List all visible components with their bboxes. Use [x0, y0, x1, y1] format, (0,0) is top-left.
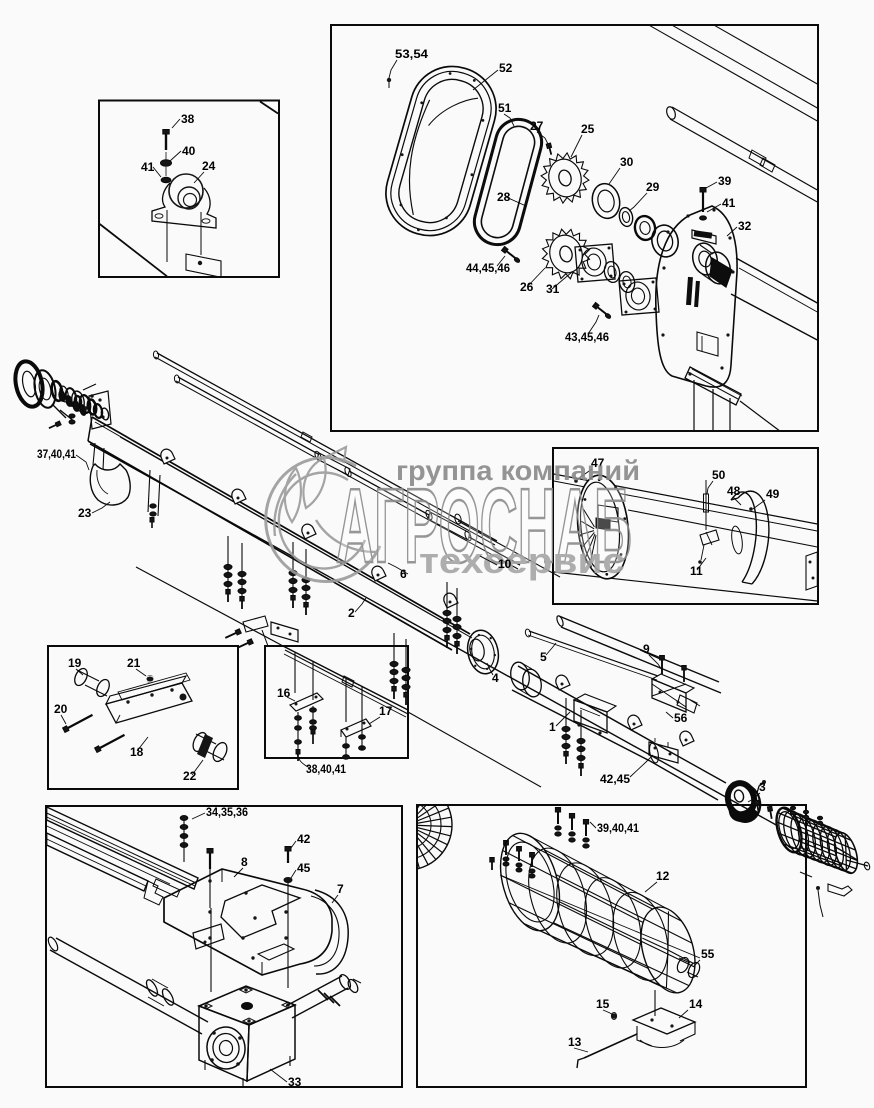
- svg-text:8: 8: [241, 855, 248, 869]
- svg-text:АГРОСНАБ: АГРОСНАБ: [336, 467, 632, 585]
- svg-text:33: 33: [288, 1075, 302, 1089]
- svg-text:10: 10: [498, 557, 512, 571]
- svg-text:40: 40: [182, 144, 196, 158]
- svg-text:группа компаний: группа компаний: [396, 455, 640, 486]
- svg-text:30: 30: [620, 155, 634, 169]
- svg-text:18: 18: [130, 745, 144, 759]
- svg-text:20: 20: [54, 702, 68, 716]
- svg-text:52: 52: [499, 61, 513, 75]
- svg-text:49: 49: [766, 487, 780, 501]
- svg-text:38: 38: [181, 112, 195, 126]
- svg-text:43,45,46: 43,45,46: [565, 330, 609, 344]
- svg-text:37,40,41: 37,40,41: [37, 447, 76, 461]
- svg-text:27: 27: [530, 119, 544, 133]
- svg-text:44,45,46: 44,45,46: [466, 261, 510, 275]
- svg-text:22: 22: [183, 769, 197, 783]
- svg-text:12: 12: [656, 869, 670, 883]
- svg-text:15: 15: [596, 997, 610, 1011]
- svg-text:11: 11: [690, 564, 703, 578]
- svg-text:2: 2: [348, 606, 355, 620]
- svg-text:39: 39: [718, 174, 732, 188]
- svg-text:41: 41: [141, 160, 155, 174]
- svg-text:47: 47: [591, 456, 605, 470]
- svg-text:16: 16: [277, 686, 291, 700]
- svg-text:21: 21: [127, 656, 141, 670]
- svg-text:32: 32: [738, 219, 752, 233]
- svg-text:17: 17: [379, 704, 393, 718]
- svg-text:53,54: 53,54: [395, 47, 428, 61]
- svg-text:9: 9: [643, 642, 650, 656]
- svg-text:1: 1: [549, 720, 556, 734]
- svg-text:51: 51: [498, 101, 512, 115]
- svg-text:50: 50: [712, 468, 726, 482]
- svg-text:41: 41: [722, 196, 736, 210]
- svg-text:29: 29: [646, 180, 660, 194]
- svg-text:42,45: 42,45: [600, 772, 630, 786]
- svg-text:7: 7: [337, 882, 344, 896]
- svg-text:28: 28: [497, 190, 511, 204]
- svg-text:38,40,41: 38,40,41: [306, 762, 346, 776]
- svg-text:4: 4: [492, 671, 499, 685]
- svg-text:39,40,41: 39,40,41: [597, 821, 639, 835]
- svg-text:3: 3: [759, 780, 766, 794]
- svg-text:56: 56: [674, 711, 688, 725]
- svg-text:техсервис: техсервис: [419, 540, 625, 581]
- svg-text:19: 19: [68, 656, 82, 670]
- svg-text:14: 14: [689, 997, 703, 1011]
- svg-text:42: 42: [297, 832, 311, 846]
- svg-text:13: 13: [568, 1035, 582, 1049]
- svg-text:24: 24: [202, 159, 216, 173]
- svg-text:5: 5: [540, 650, 547, 664]
- svg-text:55: 55: [701, 947, 715, 961]
- svg-text:34,35,36: 34,35,36: [206, 805, 248, 819]
- svg-text:10: 10: [498, 557, 512, 571]
- svg-text:45: 45: [297, 861, 311, 875]
- svg-text:6: 6: [400, 567, 407, 581]
- svg-text:23: 23: [78, 506, 92, 520]
- svg-text:48: 48: [727, 484, 741, 498]
- svg-text:25: 25: [581, 122, 595, 136]
